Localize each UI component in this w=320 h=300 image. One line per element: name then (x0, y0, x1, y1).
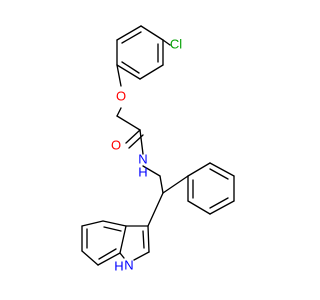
bond (139, 64, 164, 80)
bond (116, 107, 122, 117)
aromatic-inner-bond (209, 197, 229, 209)
amide-hydrogen-label: H (138, 164, 147, 179)
bond-lines (81, 25, 235, 266)
bond (209, 200, 235, 215)
bond (162, 175, 189, 194)
bond (147, 192, 164, 227)
bond (133, 251, 150, 261)
aromatic-inner-bond (142, 230, 145, 249)
bond (125, 129, 141, 144)
atom-labels: Cl O O N H N H (111, 36, 182, 273)
bond (162, 39, 171, 46)
aromatic-inner-bond (121, 61, 140, 74)
chemical-structure-diagram: Cl O O N H N H (0, 0, 300, 300)
bond (97, 252, 121, 266)
bond (147, 225, 150, 253)
aromatic-inner-bond (103, 226, 122, 232)
bond (187, 162, 211, 177)
ether-oxygen-label: O (116, 88, 126, 103)
carbonyl-oxygen-label: O (111, 137, 121, 152)
amide-nitrogen-label: N (138, 151, 147, 166)
chlorine-atom-label: Cl (170, 36, 182, 51)
bond (140, 25, 164, 41)
indole-nitrogen-label: N (124, 257, 133, 272)
bond (119, 225, 127, 254)
bond (119, 252, 125, 259)
bond (139, 129, 144, 155)
bond (209, 162, 235, 177)
bond (116, 64, 141, 80)
aromatic-inner-bond (121, 31, 142, 44)
bond (81, 250, 99, 266)
indole-hydrogen-label: H (114, 258, 123, 273)
bond (116, 115, 141, 131)
aromatic-inner-bond (209, 168, 229, 180)
bond (142, 165, 161, 177)
bond (116, 25, 142, 41)
bond (159, 175, 164, 194)
bond (187, 200, 211, 215)
diagram-background (0, 0, 300, 300)
bond (102, 220, 127, 227)
bond (116, 64, 122, 87)
bond (81, 220, 104, 227)
aromatic-inner-bond (98, 248, 117, 260)
